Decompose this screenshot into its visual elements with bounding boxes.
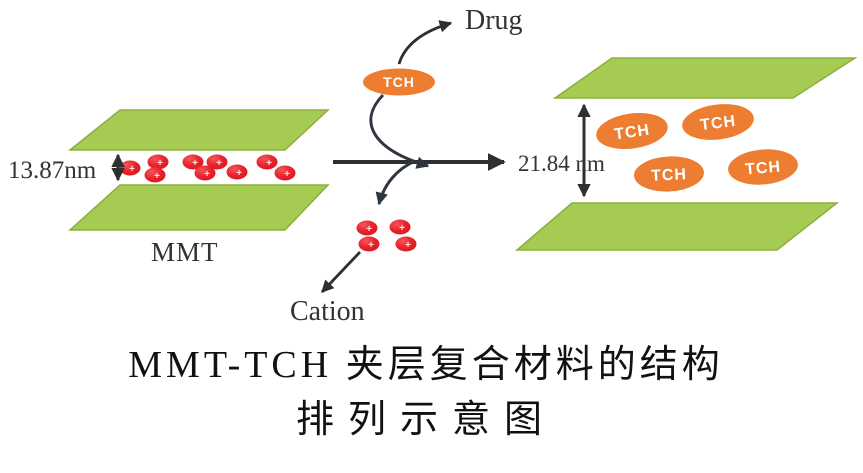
- cation-dot: +: [182, 154, 204, 170]
- plus-mark: +: [216, 158, 222, 169]
- tch-ellipse-free: TCH: [363, 68, 435, 96]
- cation-dot: +: [356, 220, 378, 236]
- plus-mark: +: [284, 169, 290, 180]
- caption-line-1: MMT-TCH 夹层复合材料的结构: [128, 344, 724, 386]
- right-intercalated-structure: TCH TCH TCH TCH 21.84 nm: [514, 57, 858, 251]
- plus-mark: +: [368, 240, 374, 251]
- cation-dot: +: [274, 165, 296, 181]
- cation-dot: +: [226, 164, 248, 180]
- cation-dot: +: [389, 219, 411, 235]
- cation-dot: +: [119, 160, 141, 176]
- tch-label: TCH: [383, 74, 415, 90]
- tch-label: TCH: [651, 166, 688, 185]
- cation-dot: +: [147, 154, 169, 170]
- plus-mark: +: [266, 158, 272, 169]
- cation-label: Cation: [290, 296, 365, 327]
- left-cation-group: + + + + + + + + +: [119, 154, 296, 183]
- left-mmt-structure: + + + + + + + + + 13.87nm MMT: [8, 109, 330, 267]
- cation-dot: +: [194, 165, 216, 181]
- plus-mark: +: [129, 164, 135, 175]
- tch-ellipse-intercalated: TCH: [682, 104, 754, 140]
- tch-label: TCH: [745, 158, 782, 178]
- mmt-layer-bottom-right: [514, 202, 840, 251]
- swoosh-cation-out: [375, 159, 416, 206]
- tch-label: TCH: [699, 113, 737, 134]
- cation-dot: +: [206, 154, 228, 170]
- drug-label: Drug: [465, 5, 523, 36]
- plus-mark: +: [204, 169, 210, 180]
- tch-ellipse-intercalated: TCH: [728, 149, 798, 185]
- plus-mark: +: [405, 240, 411, 251]
- tch-label: TCH: [613, 122, 651, 144]
- released-cation-group: + + + +: [356, 219, 417, 252]
- caption-line-2: 排列示意图: [295, 398, 556, 441]
- figure-caption: MMT-TCH 夹层复合材料的结构 排列示意图: [0, 342, 852, 443]
- mmt-layer-bottom-left: [68, 184, 330, 231]
- mmt-layer-top-right: [552, 57, 858, 99]
- cation-dot: +: [144, 167, 166, 183]
- cation-dot: +: [358, 236, 380, 252]
- plus-mark: +: [192, 158, 198, 169]
- left-spacing-label: 13.87nm: [8, 157, 97, 184]
- drug-arrow: [397, 20, 453, 65]
- tch-ellipse-intercalated: TCH: [634, 156, 704, 192]
- exchange-scheme: TCH Drug + + + + Cation: [290, 5, 523, 327]
- tch-ellipse-intercalated: TCH: [596, 112, 668, 150]
- plus-mark: +: [154, 171, 160, 182]
- cation-dot: +: [256, 154, 278, 170]
- mmt-label: MMT: [151, 237, 219, 267]
- plus-mark: +: [236, 168, 242, 179]
- cation-arrow: [320, 251, 362, 293]
- right-spacing-label: 21.84 nm: [518, 151, 605, 176]
- mmt-layer-top-left: [67, 109, 330, 151]
- plus-mark: +: [157, 158, 163, 169]
- cation-dot: +: [395, 236, 417, 252]
- swoosh-tch-in: [369, 93, 430, 169]
- diagram-canvas: + + + + + + + + + 13.87nm MMT: [8, 5, 858, 327]
- plus-mark: +: [399, 223, 405, 234]
- plus-mark: +: [366, 224, 372, 235]
